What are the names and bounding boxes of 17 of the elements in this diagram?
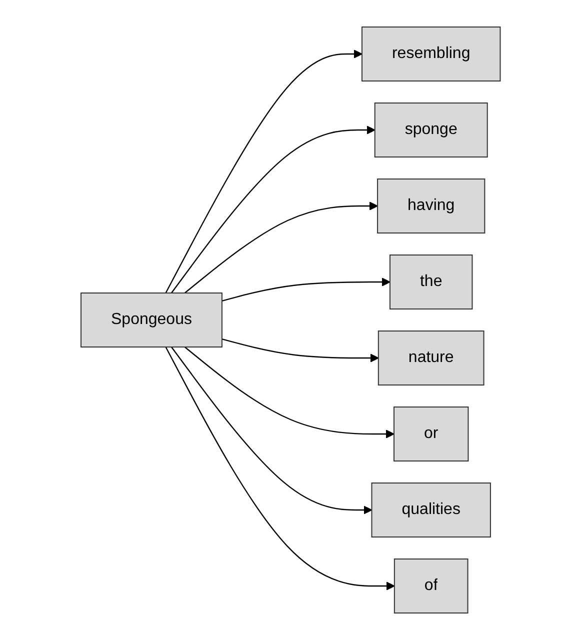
node-box: of [394, 558, 469, 614]
node-box: nature [378, 330, 485, 386]
node-box: or [394, 406, 470, 462]
arrow [222, 278, 391, 302]
arrow [184, 202, 378, 294]
node-box: sponge [374, 102, 488, 158]
node-box: Spongeous [80, 292, 223, 348]
node-box: qualities [372, 482, 492, 538]
node-box: resembling [362, 26, 502, 82]
arrow [171, 126, 376, 294]
arrow [222, 338, 380, 362]
node-box: the [390, 254, 474, 310]
arrow [166, 346, 396, 590]
arrow [171, 346, 373, 514]
arrow [184, 346, 395, 438]
arrow [166, 50, 363, 294]
node-box: having [377, 178, 486, 234]
